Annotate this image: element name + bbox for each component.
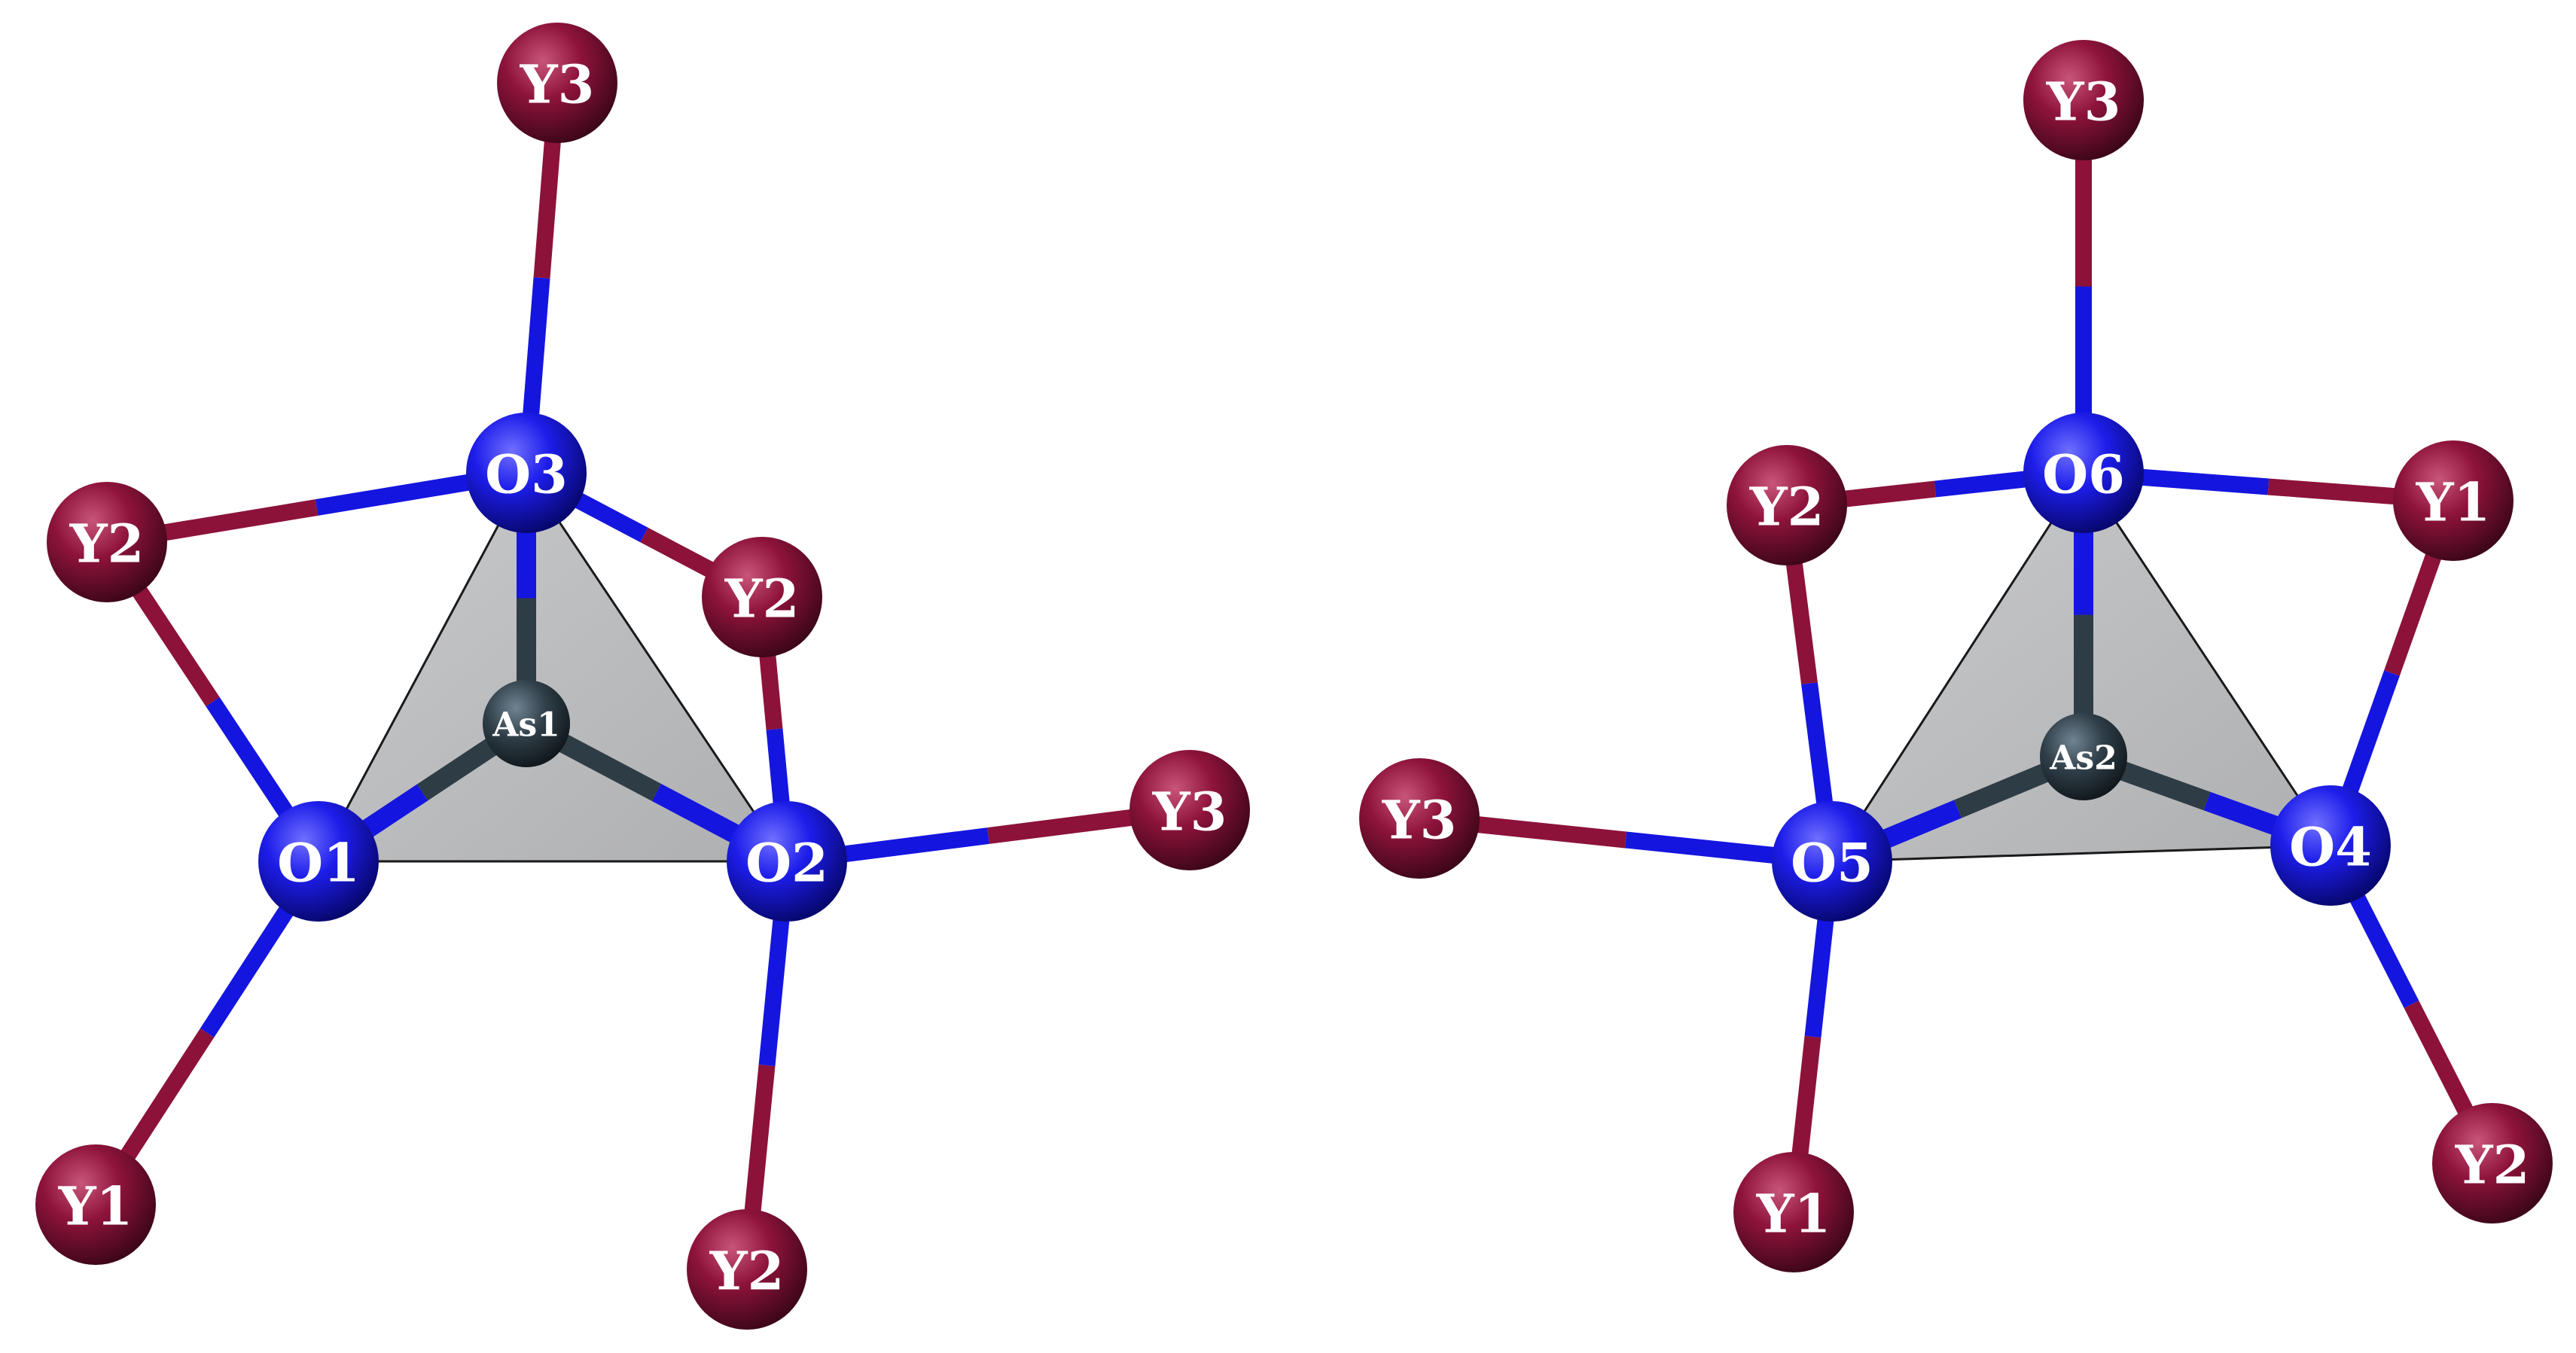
atom-sphere: [483, 680, 570, 767]
yttrium-atom-y3d: Y3: [1359, 758, 1480, 879]
arsenic-atom-as2: As2: [2040, 713, 2127, 800]
arsenic-atom-as1: As1: [483, 680, 570, 767]
atom-sphere: [1772, 801, 1892, 922]
as1-tetrahedron-face: [316, 471, 789, 863]
atom-label: Y3: [1152, 781, 1227, 843]
atom-sphere: [1129, 750, 1250, 870]
oxygen-atom-o2: O2: [727, 801, 847, 922]
atom-label: O6: [2042, 443, 2125, 506]
yttrium-atom-y3b: Y3: [1129, 750, 1250, 870]
atom-label: Y2: [724, 568, 800, 630]
atom-sphere: [727, 801, 847, 922]
atom-sphere: [687, 1209, 807, 1330]
atom-sphere: [2023, 413, 2144, 533]
atom-sphere: [2270, 785, 2391, 906]
atom-label: O4: [2289, 816, 2372, 879]
atom-label: Y3: [520, 53, 595, 116]
atom-sphere: [258, 801, 379, 922]
atom-sphere: [466, 413, 587, 533]
atom-label: Y1: [1756, 1183, 1831, 1245]
atom-label: Y3: [1382, 789, 1457, 852]
atom-label: O2: [745, 832, 828, 894]
atom-label: As1: [492, 706, 560, 745]
yttrium-atom-y2b: Y2: [702, 537, 822, 657]
atom-label: As2: [2049, 739, 2117, 778]
atom-sphere: [1727, 445, 1847, 565]
atom-sphere: [1359, 758, 1480, 879]
atom-label: Y2: [709, 1240, 785, 1303]
yttrium-atom-y2e: Y2: [2432, 1103, 2553, 1223]
atom-sphere: [35, 1144, 156, 1265]
atom-sphere: [1733, 1152, 1854, 1272]
atom-sphere: [497, 23, 617, 143]
atom-label: Y2: [2455, 1134, 2530, 1196]
yttrium-atom-y1c: Y1: [1733, 1152, 1854, 1272]
atom-label: O3: [485, 443, 568, 506]
atom-label: O5: [1791, 832, 1873, 894]
atom-sphere: [702, 537, 822, 657]
yttrium-atom-y3a: Y3: [497, 23, 617, 143]
atom-label: Y1: [58, 1175, 133, 1238]
yttrium-atom-y3c: Y3: [2023, 40, 2144, 160]
oxygen-atom-o4: O4: [2270, 785, 2391, 906]
atom-sphere: [2023, 40, 2144, 160]
atom-label: Y3: [2046, 71, 2121, 133]
oxygen-atom-o1: O1: [258, 801, 379, 922]
yttrium-atom-y2c: Y2: [687, 1209, 807, 1330]
oxygen-atom-o3: O3: [466, 413, 587, 533]
atom-label: Y1: [2416, 471, 2491, 534]
yttrium-atom-y2d: Y2: [1727, 445, 1847, 565]
atom-label: Y2: [69, 513, 145, 575]
atom-sphere: [2040, 713, 2127, 800]
oxygen-atom-o6: O6: [2023, 413, 2144, 533]
atom-sphere: [2393, 440, 2514, 561]
atom-label: Y2: [1749, 476, 1825, 538]
yttrium-atom-y1a: Y1: [35, 1144, 156, 1265]
atom-sphere: [47, 482, 167, 602]
yttrium-atom-y1b: Y1: [2393, 440, 2514, 561]
oxygen-atom-o5: O5: [1772, 801, 1892, 922]
atom-sphere: [2432, 1103, 2553, 1223]
atom-label: O1: [277, 832, 360, 894]
yttrium-atom-y2a: Y2: [47, 482, 167, 602]
